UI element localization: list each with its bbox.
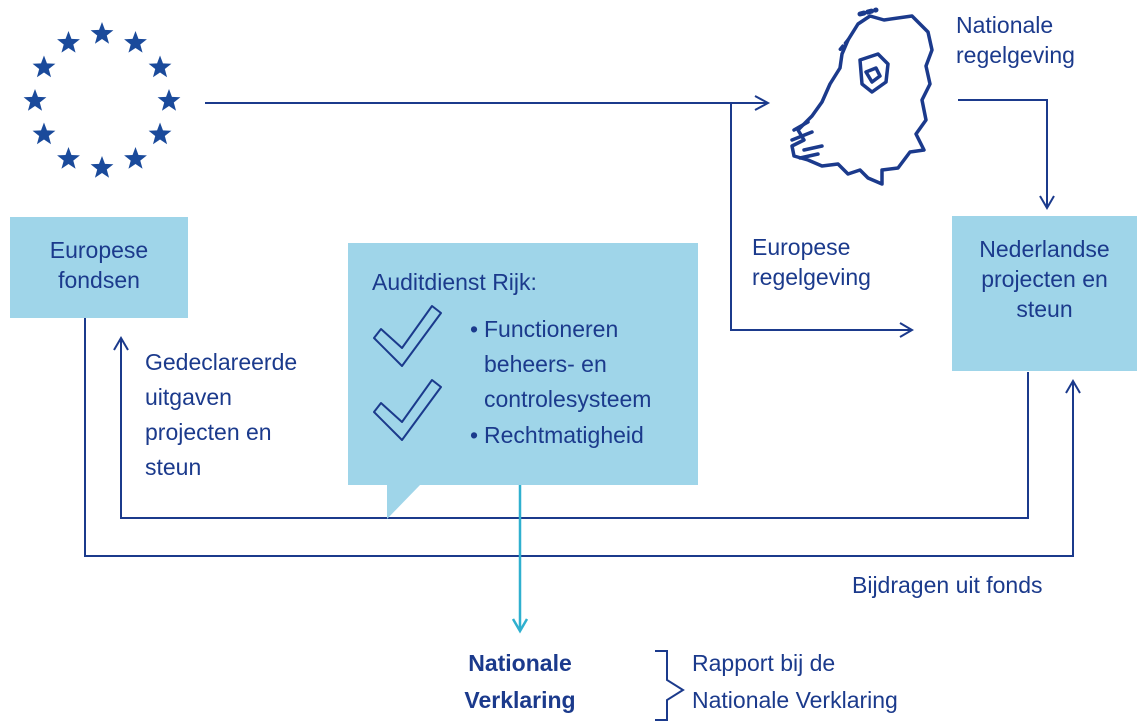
arrow-bijdragen-uit-fonds xyxy=(84,318,1081,557)
europese-fondsen-box: Europese fondsen xyxy=(10,217,188,318)
arrow-audit-to-verklaring xyxy=(511,485,529,634)
nationale-verklaring-line1: Nationale xyxy=(468,650,572,676)
eu-star xyxy=(32,55,56,78)
arrow-eu-to-netherlands xyxy=(205,95,771,111)
eu-star xyxy=(148,122,172,145)
rapport-line1: Rapport bij de xyxy=(692,650,836,676)
eu-star xyxy=(157,89,181,111)
eu-star xyxy=(124,147,147,169)
eu-stars-icon xyxy=(23,22,181,178)
checkmark-icon xyxy=(373,379,442,441)
netherlands-map-icon xyxy=(790,7,934,186)
nederlandse-projecten-label: Nederlandse projecten en steun xyxy=(979,236,1110,322)
audit-item-rechtmatigheid: Rechtmatigheid xyxy=(470,420,684,450)
gedeclareerde-uitgaven-label: Gedeclareerde uitgaven projecten en steu… xyxy=(145,349,298,480)
eu-star xyxy=(124,30,147,53)
audit-title: Auditdienst Rijk: xyxy=(372,269,537,295)
eu-star xyxy=(57,30,80,53)
arrow-gedeclareerde-uitgaven xyxy=(113,336,1029,519)
eu-star xyxy=(148,55,172,78)
arrow-nationale-regelgeving xyxy=(958,99,1055,210)
eu-star xyxy=(23,89,47,111)
audit-item-functioneren: Functioneren beheers- en controlesysteem xyxy=(470,312,684,417)
bijdragen-uit-fonds-label: Bijdragen uit fonds xyxy=(852,572,1043,598)
nationale-regelgeving-label: Nationale regelgeving xyxy=(956,12,1075,68)
europese-fondsen-label: Europese fondsen xyxy=(49,237,149,293)
rapport-line2: Nationale Verklaring xyxy=(692,687,898,713)
europese-regelgeving-label: Europese regelgeving xyxy=(752,234,871,290)
checkmark-icon xyxy=(373,305,442,367)
nationale-verklaring-line2: Verklaring xyxy=(464,687,576,713)
nederlandse-projecten-box: Nederlandse projecten en steun xyxy=(952,216,1137,371)
eu-star xyxy=(90,156,114,178)
brace-icon xyxy=(655,650,685,721)
eu-star xyxy=(57,147,80,169)
eu-star xyxy=(90,22,114,44)
arrow-europese-regelgeving xyxy=(730,103,914,338)
eu-star xyxy=(32,122,56,145)
